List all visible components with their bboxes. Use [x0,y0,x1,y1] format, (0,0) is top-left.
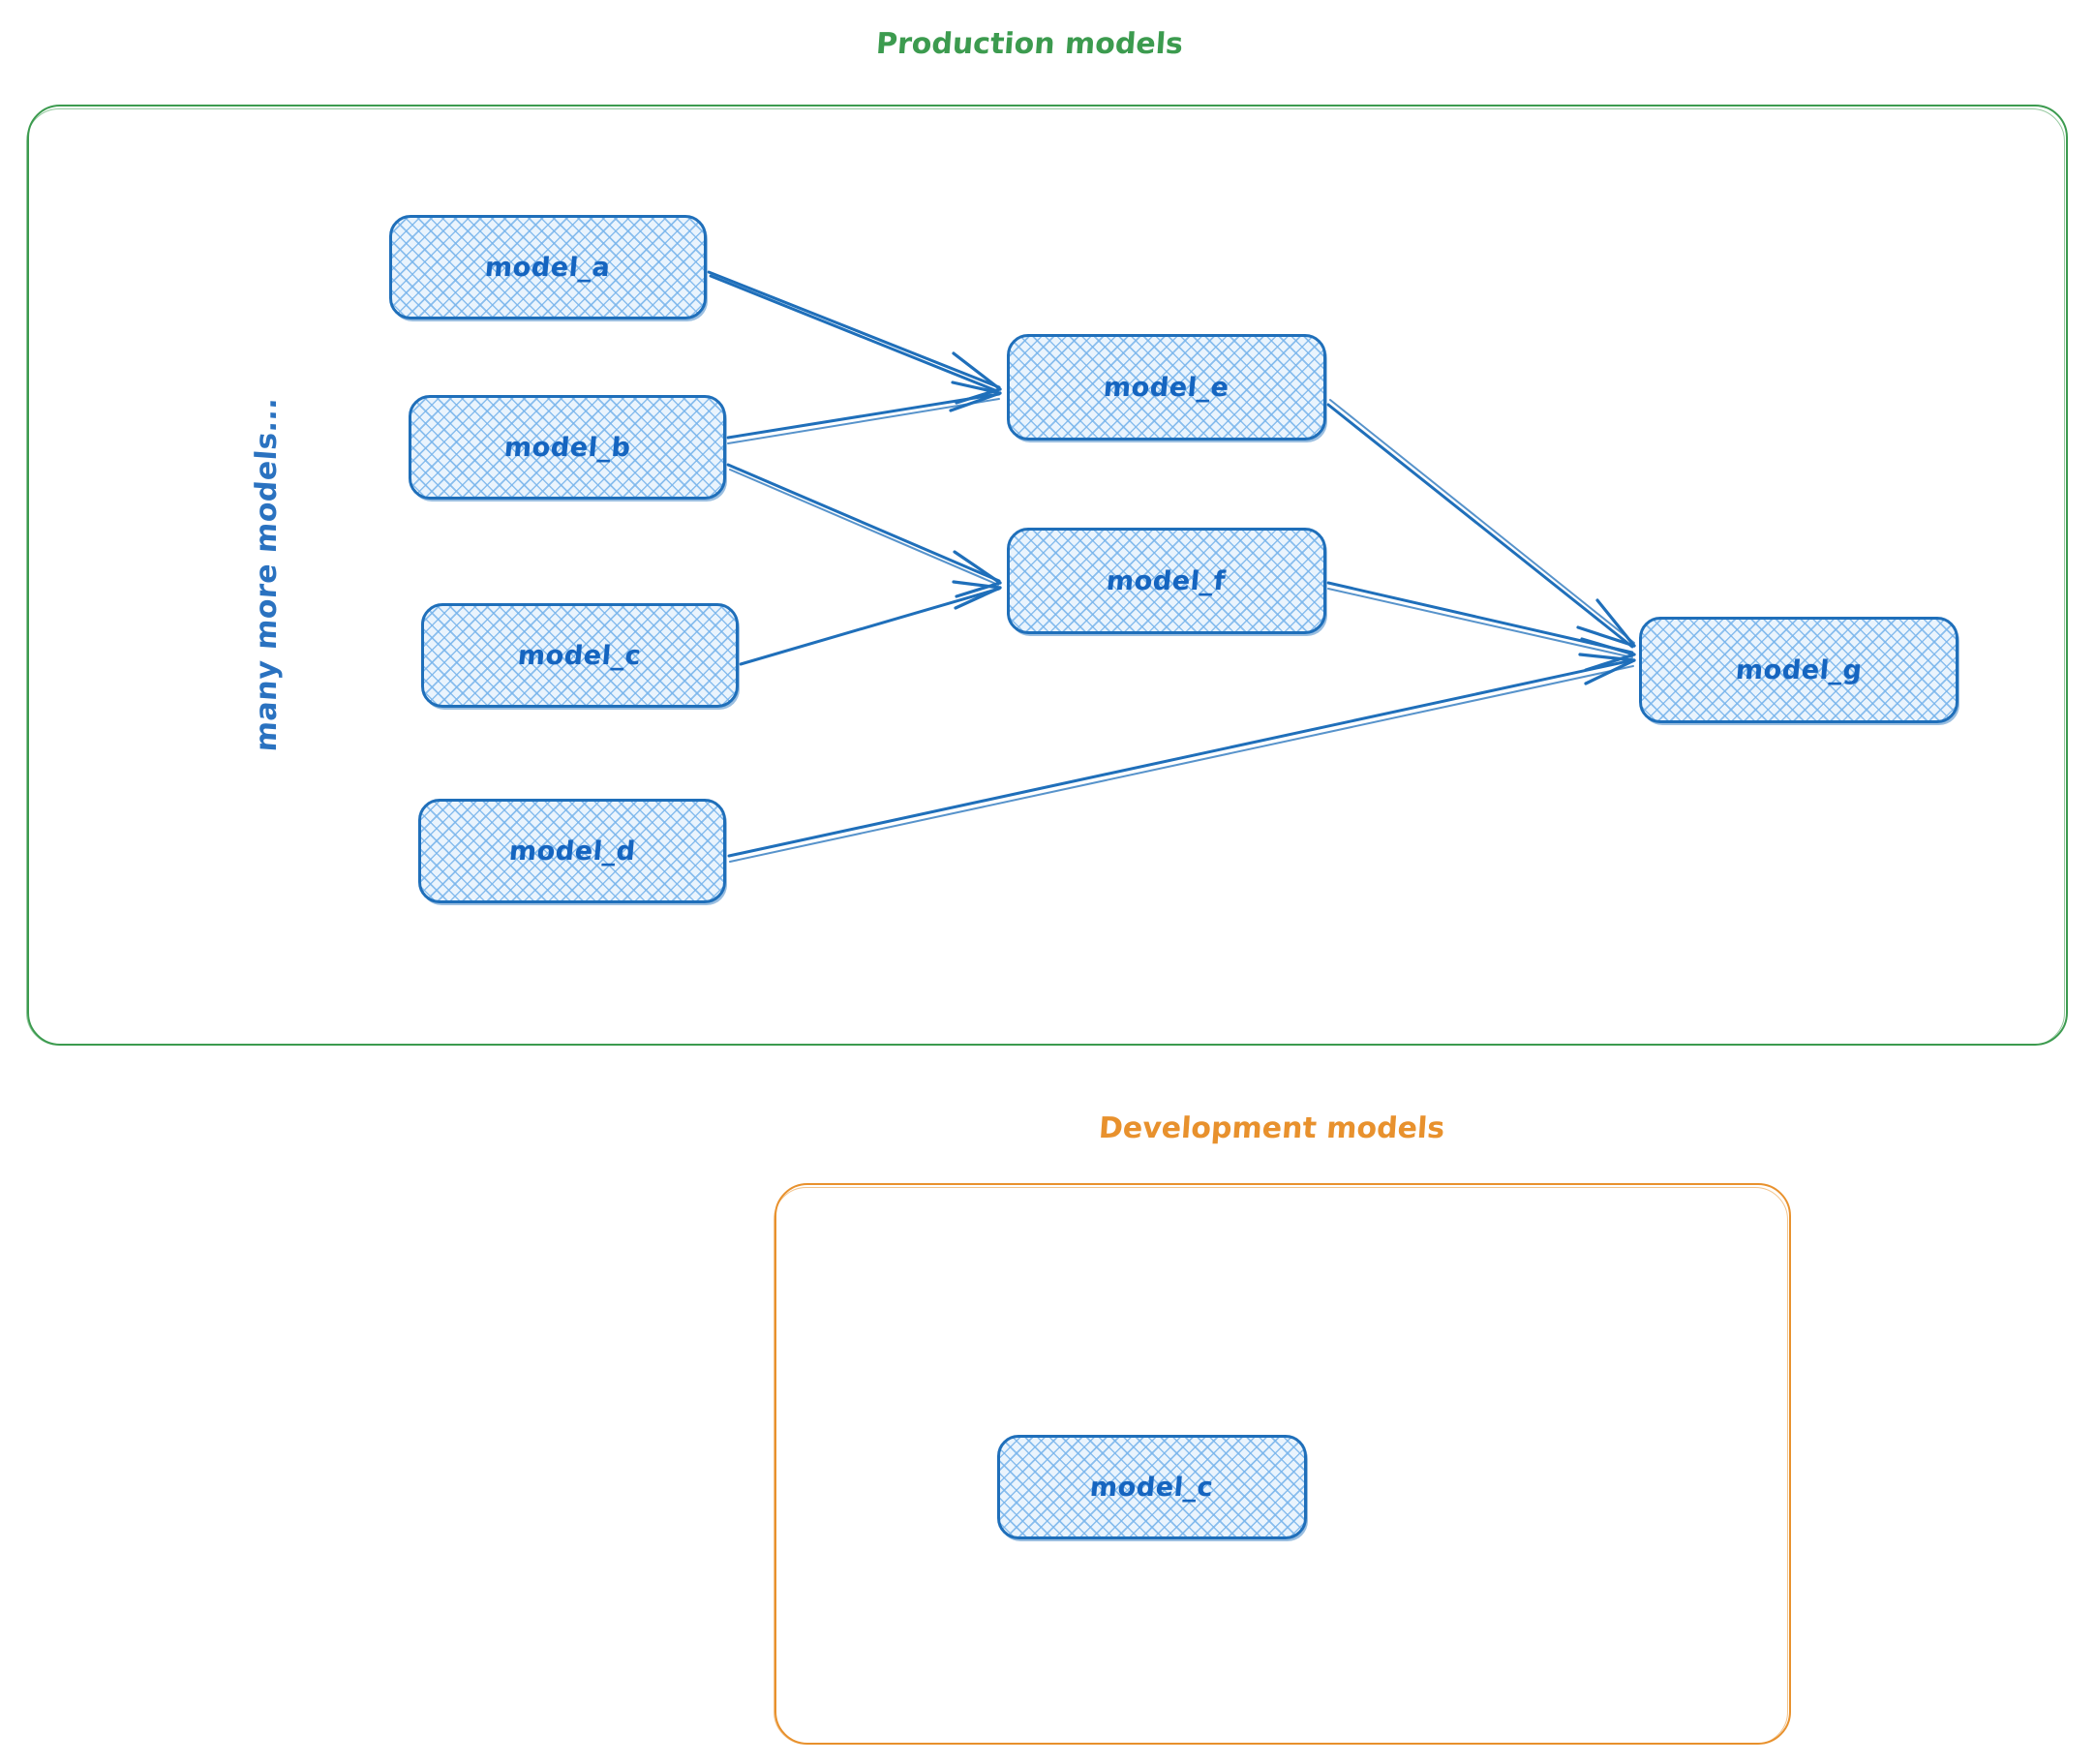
development-group-label: Development models [1097,1111,1446,1145]
node-model-g[interactable]: model_g [1639,617,1958,723]
production-group-label: Production models [874,27,1185,61]
node-label-model-b: model_b [502,432,632,463]
many-more-models-note: many more models... [250,396,284,753]
node-label-model-e: model_e [1102,372,1231,403]
node-label-model-f: model_f [1106,565,1228,596]
node-model-b[interactable]: model_b [409,395,726,500]
node-model-d[interactable]: model_d [418,799,726,903]
development-group-box [774,1183,1791,1745]
node-label-model-d: model_d [507,836,637,867]
node-model-e[interactable]: model_e [1007,334,1326,441]
node-model-f[interactable]: model_f [1007,528,1326,634]
node-label-model-c: model_c [516,640,643,671]
node-model-a[interactable]: model_a [389,215,707,319]
production-group-box [26,105,2068,1046]
node-label-dev-model-c: model_c [1088,1472,1215,1503]
node-dev-model-c[interactable]: model_c [997,1435,1307,1539]
node-label-model-a: model_a [483,252,613,283]
node-model-c[interactable]: model_c [421,603,739,708]
node-label-model-g: model_g [1734,654,1864,685]
